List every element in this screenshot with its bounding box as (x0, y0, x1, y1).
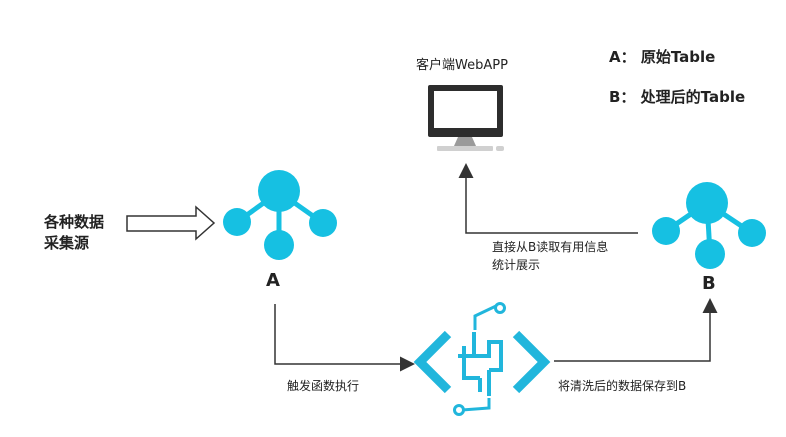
processor-icon (413, 302, 551, 416)
edge-a-to-processor (274, 304, 415, 372)
node-b-label: B (702, 273, 716, 294)
edge-processor-to-b (554, 298, 718, 362)
monitor-icon (428, 85, 504, 151)
edge-save-label: 将清洗后的数据保存到B (558, 379, 687, 393)
node-a-icon (223, 170, 337, 260)
legend-a: A： 原始Table (609, 48, 716, 66)
edge-read-label-line1: 直接从B读取有用信息 (492, 240, 609, 254)
node-a-label: A (266, 270, 280, 291)
edge-read-label-line2: 统计展示 (492, 258, 541, 272)
client-title: 客户端WebAPP (416, 58, 508, 73)
edge-b-to-client (458, 163, 638, 234)
edge-trigger-label: 触发函数执行 (287, 379, 360, 393)
source-label-line2: 采集源 (44, 234, 90, 252)
source-arrow (126, 205, 216, 241)
source-label-line1: 各种数据 (44, 213, 105, 231)
legend-b: B： 处理后的Table (609, 88, 746, 106)
node-b-icon (652, 182, 766, 269)
